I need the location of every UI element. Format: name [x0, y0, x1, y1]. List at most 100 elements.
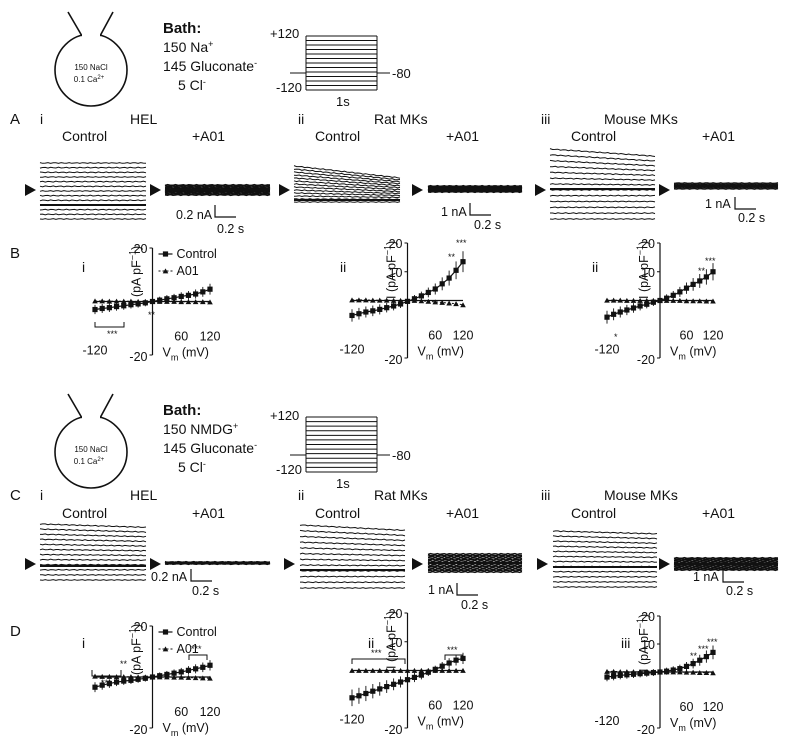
- point-control: [637, 303, 643, 309]
- current-trace: [552, 586, 658, 588]
- point-control: [460, 655, 466, 662]
- current-trace: [673, 182, 779, 184]
- point-control: [418, 293, 424, 299]
- control-label-A-Mouse: Control: [571, 128, 616, 144]
- traces-C-Rat-a01: [427, 552, 523, 574]
- point-control: [683, 663, 690, 669]
- point-control: [604, 674, 610, 680]
- traces-C-Mouse-a01: [673, 556, 779, 572]
- current-trace: [299, 575, 406, 578]
- sub-label-D-ii: ii: [368, 635, 374, 651]
- point-control: [377, 686, 383, 692]
- traces-C-HEL-a01: [164, 560, 271, 566]
- current-trace: [40, 573, 147, 576]
- point-a01: [696, 298, 703, 304]
- point-control: [370, 308, 376, 314]
- current-trace: [427, 565, 523, 568]
- pipette-diagram-top: 150 NaCl 0.1 Ca2+: [54, 11, 128, 107]
- y-axis-label: I (pA pF−1): [128, 246, 144, 304]
- current-trace: [300, 581, 406, 584]
- current-trace: [299, 535, 406, 542]
- voltage-protocol-top: +120 -120 -80 1s: [270, 26, 411, 109]
- sub-label-A-i: i: [40, 111, 43, 127]
- point-control: [193, 666, 199, 672]
- x-tick-label: 60: [428, 699, 442, 713]
- point-a01: [643, 297, 650, 303]
- protocol-steps: [305, 416, 378, 473]
- current-trace: [427, 554, 523, 557]
- pipette-line2: 0.1 Ca2+: [74, 75, 105, 84]
- current-trace: [164, 193, 271, 197]
- sig-mark: **: [690, 651, 698, 661]
- point-a01: [710, 298, 716, 304]
- scalebar-C-HEL: 0.2 nA 0.2 s: [151, 569, 219, 598]
- series-a01-line: [352, 299, 464, 306]
- y-tick-label: -20: [637, 723, 655, 737]
- point-control: [446, 660, 452, 666]
- sub-label-C-i: i: [40, 487, 43, 503]
- current-trace: [39, 553, 147, 557]
- point-a01: [710, 670, 716, 676]
- point-a01: [397, 297, 404, 303]
- point-control: [397, 301, 404, 307]
- current-trace: [39, 199, 147, 202]
- x-tick-label: 120: [703, 329, 724, 343]
- point-control: [624, 672, 630, 678]
- point-a01: [411, 667, 418, 673]
- sig-mark: ***: [698, 644, 709, 654]
- scalebar-C-Rat: 1 nA 0.2 s: [428, 583, 488, 612]
- point-a01: [142, 674, 149, 680]
- y-tick-label: 20: [134, 620, 148, 634]
- x-axis-label: Vm (mV): [418, 715, 464, 732]
- current-trace: [39, 162, 147, 164]
- current-trace: [293, 171, 401, 183]
- current-trace: [293, 180, 401, 189]
- x-tick-label: 120: [453, 699, 474, 713]
- point-control: [92, 306, 98, 313]
- point-a01: [397, 667, 404, 673]
- point-control: [207, 662, 213, 668]
- bath-label-top: Bath: 150 Na+ 145 Gluconate- 5 Cl-: [163, 20, 257, 93]
- current-trace: [39, 213, 147, 216]
- current-trace: [39, 523, 147, 528]
- y-tick-label: 20: [389, 607, 403, 621]
- traces-A-Rat-control: [293, 165, 401, 203]
- sig-mark: ***: [191, 644, 202, 654]
- point-control: [207, 286, 213, 292]
- sig-mark: ***: [447, 645, 458, 655]
- panel-label-A: A: [10, 111, 20, 128]
- point-a01: [156, 298, 163, 304]
- legend-marker-a01: [162, 268, 169, 274]
- current-trace: [673, 557, 779, 561]
- current-trace: [674, 560, 779, 563]
- current-trace: [39, 563, 147, 566]
- scalebar-time: 0.2 s: [217, 222, 244, 236]
- point-a01: [149, 298, 156, 304]
- point-a01: [120, 674, 127, 680]
- bath-title: Bath:: [163, 402, 201, 419]
- point-a01: [390, 667, 397, 673]
- point-a01: [404, 667, 411, 673]
- sig-mark: ***: [707, 637, 718, 647]
- x-tick-label: -120: [594, 343, 619, 357]
- current-trace: [549, 154, 656, 162]
- point-a01: [192, 675, 199, 681]
- point-control: [611, 673, 617, 679]
- current-trace: [427, 555, 523, 558]
- point-a01: [178, 674, 185, 680]
- point-control: [604, 314, 610, 320]
- current-trace: [427, 184, 523, 188]
- point-a01: [637, 297, 643, 303]
- current-trace: [293, 189, 401, 195]
- bath-label-bottom: Bath: 150 NMDG+ 145 Gluconate- 5 Cl-: [163, 402, 257, 475]
- point-a01: [149, 674, 156, 680]
- point-control: [363, 690, 369, 697]
- point-control: [617, 672, 623, 678]
- point-control: [113, 303, 120, 310]
- arrowhead: [25, 558, 36, 570]
- y-tick-label: 10: [641, 266, 655, 280]
- control-label-C-Rat: Control: [315, 505, 360, 521]
- current-trace: [549, 171, 656, 177]
- bath-line1: 150 Na+: [163, 39, 213, 55]
- point-control: [644, 301, 650, 307]
